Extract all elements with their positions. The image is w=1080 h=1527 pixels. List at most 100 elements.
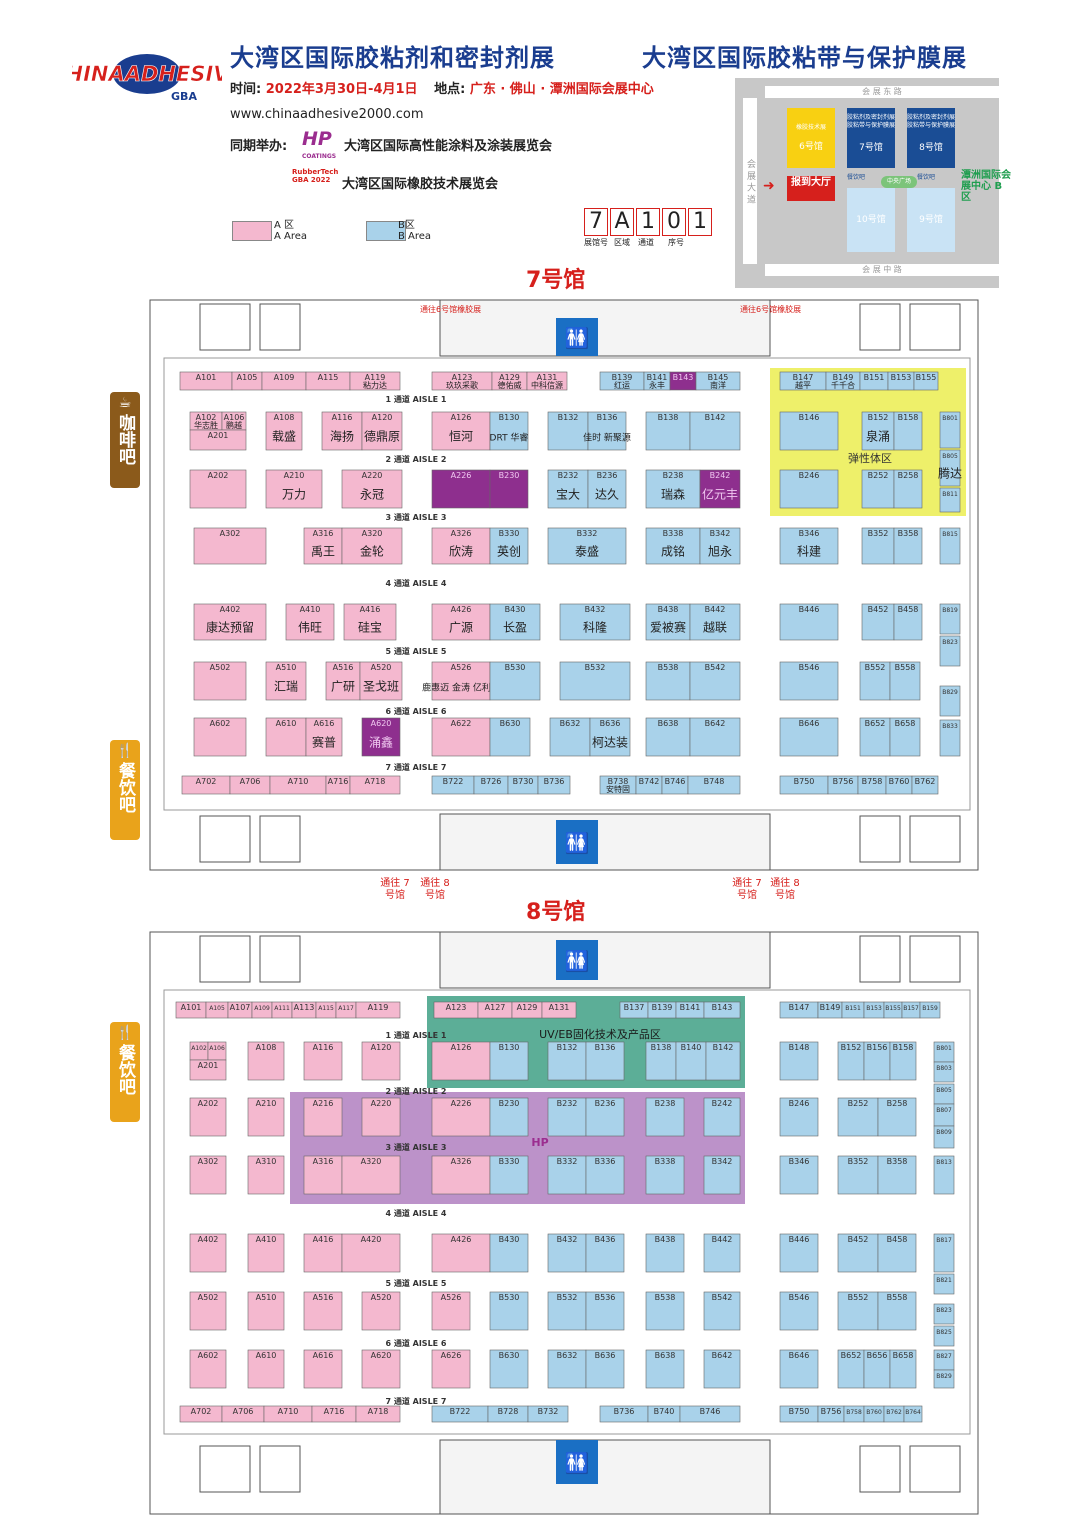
booth-rect[interactable]: [585, 1349, 625, 1389]
hall8-booth-b823[interactable]: B823: [933, 1303, 955, 1325]
hall8-booth-a119[interactable]: A119: [355, 1001, 401, 1019]
booth-rect[interactable]: [303, 1041, 343, 1081]
hall8-booth-b139[interactable]: B139: [647, 1001, 677, 1019]
hall8-booth-a710[interactable]: A710: [263, 1405, 313, 1423]
hall8-booth-b722[interactable]: B722: [431, 1405, 489, 1423]
booth-rect[interactable]: [361, 1041, 401, 1081]
booth-rect[interactable]: [341, 1233, 401, 1273]
hall8-booth-a326[interactable]: A326: [431, 1155, 491, 1195]
hall7-booth-b252[interactable]: B252: [861, 469, 895, 509]
booth-rect[interactable]: [645, 411, 691, 451]
hall8-booth-a718[interactable]: A718: [355, 1405, 401, 1423]
hall7-booth-b632[interactable]: B632: [549, 717, 591, 757]
booth-rect[interactable]: [247, 1349, 285, 1389]
hall8-booth-b807[interactable]: B807: [933, 1103, 955, 1127]
hall7-booth-b458[interactable]: B458: [893, 603, 923, 641]
hall8-booth-b630[interactable]: B630: [489, 1349, 529, 1389]
booth-rect[interactable]: [861, 603, 895, 641]
hall8-booth-b642[interactable]: B642: [703, 1349, 741, 1389]
booth-rect[interactable]: [689, 661, 741, 701]
hall8-booth-b143[interactable]: B143: [703, 1001, 741, 1019]
hall8-booth-b805[interactable]: B805: [933, 1083, 955, 1105]
booth-rect[interactable]: [645, 1155, 685, 1195]
hall8-booth-b809[interactable]: B809: [933, 1125, 955, 1149]
hall7-booth-b762[interactable]: B762: [911, 775, 939, 795]
hall8-booth-b728[interactable]: B728: [487, 1405, 529, 1423]
hall8-booth-b638[interactable]: B638: [645, 1349, 685, 1389]
booth-rect[interactable]: [189, 1097, 227, 1137]
hall8-booth-b442[interactable]: B442: [703, 1233, 741, 1273]
hall8-booth-b758[interactable]: B758: [843, 1405, 865, 1423]
booth-rect[interactable]: [933, 1061, 955, 1083]
booth-rect[interactable]: [933, 1125, 955, 1149]
booth-rect[interactable]: [547, 411, 589, 451]
hall8-booth-b252[interactable]: B252: [837, 1097, 879, 1137]
hall7-booth-b736[interactable]: B736: [537, 775, 571, 795]
booth-rect[interactable]: [877, 1155, 917, 1195]
hall8-booth-a310[interactable]: A310: [247, 1155, 285, 1195]
hall7-booth-a610[interactable]: A610: [265, 717, 307, 757]
hall7-booth-b760[interactable]: B760: [885, 775, 913, 795]
booth-rect[interactable]: [285, 603, 335, 641]
hall7-booth-b746[interactable]: B746: [661, 775, 689, 795]
booth-rect[interactable]: [489, 1233, 529, 1273]
cafe-tab[interactable]: ☕ 咖啡吧: [110, 392, 140, 488]
hall7-booth-b530[interactable]: B530: [489, 661, 541, 701]
hall8-booth-b458[interactable]: B458: [877, 1233, 917, 1273]
booth-rect[interactable]: [431, 661, 491, 701]
hall7-booth-b823[interactable]: B823: [939, 635, 961, 667]
hall8-booth-a201[interactable]: A201: [189, 1059, 227, 1081]
hall8-booth-b652[interactable]: B652: [837, 1349, 865, 1389]
hall7-booth-b146[interactable]: B146: [779, 411, 839, 451]
hall7-booth-b742[interactable]: B742: [635, 775, 663, 795]
hall7-booth-b532[interactable]: B532: [559, 661, 631, 701]
hall8-booth-b632[interactable]: B632: [547, 1349, 587, 1389]
hall7-booth-b142[interactable]: B142: [689, 411, 741, 451]
to-hall7-left[interactable]: 通往 7号馆: [380, 878, 410, 901]
booth-rect[interactable]: [193, 603, 267, 641]
hall8-booth-a123[interactable]: A123: [433, 1001, 479, 1019]
booth-rect[interactable]: [699, 527, 741, 565]
hall8-booth-a106[interactable]: A106: [207, 1041, 227, 1061]
booth-rect[interactable]: [189, 429, 247, 451]
hall8-booth-b151[interactable]: B151: [841, 1001, 865, 1019]
hall7-booth-b452[interactable]: B452: [861, 603, 895, 641]
booth-rect[interactable]: [675, 1041, 707, 1081]
booth-rect[interactable]: [265, 717, 307, 757]
hall7-booth-b646[interactable]: B646: [779, 717, 839, 757]
hall7-booth-b153[interactable]: B153: [887, 371, 915, 391]
hall7-booth-a702[interactable]: A702: [181, 775, 231, 795]
hall7-booth-b833[interactable]: B833: [939, 719, 961, 757]
hall8-booth-b546[interactable]: B546: [779, 1291, 819, 1331]
hall8-booth-b338[interactable]: B338: [645, 1155, 685, 1195]
booth-rect[interactable]: [489, 1155, 529, 1195]
booth-rect[interactable]: [779, 527, 839, 565]
hall7-booth-a622[interactable]: A622: [431, 717, 491, 757]
hall8-booth-b137[interactable]: B137: [619, 1001, 649, 1019]
hall7-booth-b748[interactable]: B748: [687, 775, 741, 795]
hall8-booth-a502[interactable]: A502: [189, 1291, 227, 1331]
booth-rect[interactable]: [861, 527, 895, 565]
booth-rect[interactable]: [779, 1041, 819, 1081]
hall8-booth-a202[interactable]: A202: [189, 1097, 227, 1137]
hall8-booth-a702[interactable]: A702: [179, 1405, 223, 1423]
hall8-booth-b803[interactable]: B803: [933, 1061, 955, 1083]
booth-rect[interactable]: [779, 1233, 819, 1273]
hall8-booth-a117[interactable]: A117: [335, 1001, 357, 1019]
booth-rect[interactable]: [361, 717, 401, 757]
booth-rect[interactable]: [321, 411, 363, 451]
hall8-booth-a320[interactable]: A320: [341, 1155, 401, 1195]
hall8-booth-b132[interactable]: B132: [547, 1041, 587, 1081]
booth-rect[interactable]: [547, 1155, 587, 1195]
